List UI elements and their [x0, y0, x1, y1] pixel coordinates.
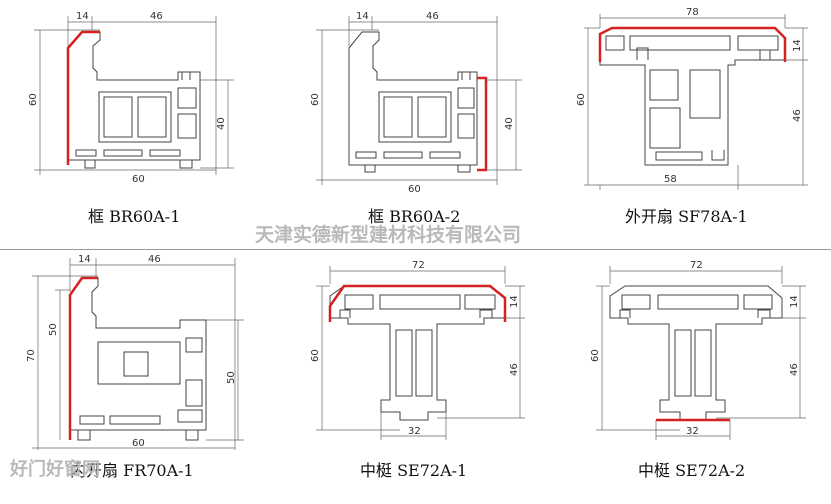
highlight-sf78a-1	[598, 26, 787, 62]
dim-fr70a-1-right: 50	[226, 371, 237, 384]
profile-sf78a-1	[599, 27, 786, 166]
dim-br60a-1-bottom: 60	[132, 174, 145, 185]
dim-sf78a-1-right: 46	[792, 109, 803, 122]
highlight-br60a-1	[66, 30, 100, 165]
dims-se72a-2	[596, 266, 806, 440]
dims-sf78a-1	[584, 14, 808, 190]
dims-se72a-1	[316, 266, 525, 440]
dim-br60a-1-left: 60	[28, 93, 39, 106]
dim-se72a-2-bottom: 32	[686, 426, 699, 437]
dim-fr70a-1-top-left: 14	[78, 254, 91, 265]
dim-se72a-2-right-top: 14	[789, 295, 800, 308]
highlight-fr70a-1	[68, 276, 98, 440]
dim-se72a-1-bottom: 32	[408, 426, 421, 437]
dim-se72a-2-right: 46	[789, 363, 800, 376]
dim-br60a-2-left: 60	[310, 93, 321, 106]
profile-se72a-2	[609, 285, 783, 421]
dims-fr70a-1	[32, 258, 244, 450]
dim-fr70a-1-bottom: 60	[132, 438, 145, 449]
dim-br60a-2-bottom: 60	[408, 184, 421, 195]
highlight-br60a-2	[477, 76, 488, 172]
dim-sf78a-1-left: 60	[576, 93, 587, 106]
dim-br60a-2-top-left: 14	[356, 11, 369, 22]
dim-se72a-1-right-top: 14	[509, 295, 520, 308]
dim-se72a-1-left: 60	[310, 349, 321, 362]
caption-se72a-1: 中梃 SE72A-1	[360, 461, 468, 480]
caption-sf78a-1: 外开扇 SF78A-1	[625, 207, 748, 226]
site-watermark: 好门好窗网	[10, 459, 100, 480]
dim-br60a-1-top-right: 46	[150, 11, 163, 22]
section-divider	[0, 249, 831, 250]
dim-fr70a-1-top-right: 46	[148, 254, 161, 265]
dim-br60a-1-top-left: 14	[76, 11, 89, 22]
dim-br60a-1-right: 40	[216, 117, 227, 130]
highlight-se72a-1	[328, 284, 507, 322]
dim-br60a-2-right: 40	[504, 117, 515, 130]
dims-br60a-1	[34, 16, 234, 175]
dim-sf78a-1-top: 78	[686, 7, 699, 18]
caption-se72a-2: 中梃 SE72A-2	[638, 461, 746, 480]
dim-sf78a-1-right-top: 14	[792, 39, 803, 52]
caption-br60a-2: 框 BR60A-2	[368, 207, 461, 226]
dim-se72a-1-top: 72	[412, 260, 425, 271]
profile-se72a-1	[329, 285, 506, 421]
caption-br60a-1: 框 BR60A-1	[88, 207, 181, 226]
dim-se72a-1-right: 46	[509, 363, 520, 376]
company-watermark: 天津实德新型建材科技有限公司	[255, 224, 522, 246]
profile-br60a-1	[67, 31, 201, 169]
dim-fr70a-1-left-inner: 50	[48, 323, 59, 336]
profile-fr70a-1	[69, 277, 207, 441]
dim-se72a-2-left: 60	[590, 349, 601, 362]
dim-sf78a-1-bottom: 58	[664, 174, 677, 185]
caption-fr70a-1: 内开扇 FR70A-1	[70, 461, 194, 480]
dim-se72a-2-top: 72	[690, 260, 703, 271]
dim-br60a-2-top-right: 46	[426, 11, 439, 22]
dims-br60a-2	[316, 16, 522, 185]
profile-br60a-2	[348, 31, 478, 173]
dim-fr70a-1-left-outer: 70	[26, 349, 37, 362]
